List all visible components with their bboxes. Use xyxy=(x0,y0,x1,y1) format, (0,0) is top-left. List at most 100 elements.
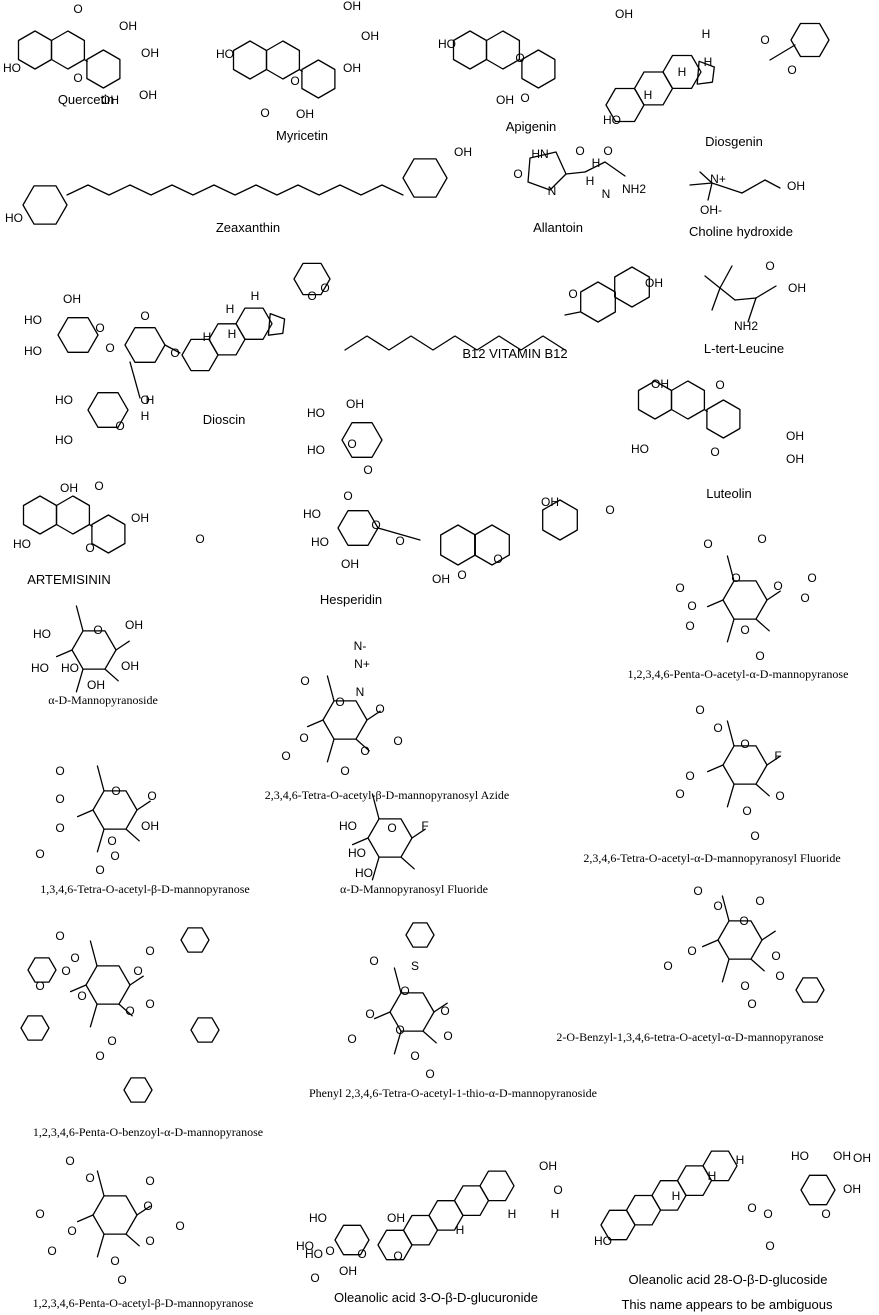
bond xyxy=(699,171,713,184)
compound-name-tetra-acetyl-beta: 1,3,4,6-Tetra-O-acetyl-β-D-mannopyranose xyxy=(40,882,250,896)
ring-e xyxy=(479,1170,515,1202)
atom-label: O xyxy=(145,1174,154,1188)
c4-bond xyxy=(351,837,369,846)
atom-label: O xyxy=(357,1247,366,1261)
ring-c xyxy=(50,30,86,70)
sugar-ring xyxy=(334,1224,370,1256)
atom-label: NH2 xyxy=(622,182,646,196)
atom-label: O xyxy=(757,532,766,546)
benzoyl-ring xyxy=(123,1077,153,1103)
c3-bond xyxy=(89,1003,98,1028)
atom-label: O xyxy=(140,309,149,323)
c2-bond xyxy=(104,668,119,682)
atom-label: O xyxy=(65,1154,74,1168)
atom-label: HO xyxy=(311,535,329,549)
rhamnose-ring xyxy=(341,422,383,458)
ring-b xyxy=(301,59,336,99)
atom-label: O xyxy=(77,989,86,1003)
atom-label: O xyxy=(821,1207,830,1221)
ring-right xyxy=(402,158,448,198)
atom-label: O xyxy=(61,964,70,978)
atom-label: O xyxy=(110,1254,119,1268)
c2-bond xyxy=(355,738,370,752)
atom-label: O xyxy=(710,445,719,459)
atom-label: H xyxy=(146,393,155,407)
atom-label: O xyxy=(575,144,584,158)
atom-label: O xyxy=(713,721,722,735)
atom-label: O xyxy=(47,1244,56,1258)
atom-label: O xyxy=(140,393,149,407)
c6-bond xyxy=(96,765,105,792)
ring-d xyxy=(267,312,286,336)
compound-name-b12: B12 VITAMIN B12 xyxy=(462,346,567,361)
ring-d xyxy=(453,1185,490,1217)
atom-label: F xyxy=(774,749,781,763)
atom-label: O xyxy=(35,847,44,861)
compound-name-leucine: L-tert-Leucine xyxy=(704,341,784,356)
atom-label: O xyxy=(771,949,780,963)
atom-label: O xyxy=(290,74,299,88)
bond xyxy=(707,182,713,201)
c1-bond xyxy=(129,975,144,986)
phenol-ring xyxy=(614,266,650,308)
atom-label: O xyxy=(55,821,64,835)
atom-label: O xyxy=(133,964,142,978)
atom-label: NH2 xyxy=(734,319,758,333)
atom-label: O xyxy=(703,537,712,551)
ring-b xyxy=(542,499,578,541)
c2-bond xyxy=(750,958,765,972)
atom-label: HO xyxy=(13,537,31,551)
glucose-ring xyxy=(337,510,379,546)
atom-label: OH xyxy=(387,1211,405,1225)
atom-label: OH xyxy=(121,659,139,673)
atom-label: H xyxy=(678,65,687,79)
benzoyl-ring xyxy=(180,927,210,953)
atom-label: O xyxy=(110,849,119,863)
atom-label: HO xyxy=(791,1149,809,1163)
atom-label: O xyxy=(807,571,816,585)
atom-label: O xyxy=(675,581,684,595)
atom-label: O xyxy=(513,167,522,181)
ring-d xyxy=(676,1165,713,1197)
bond xyxy=(741,179,766,194)
bond xyxy=(703,408,708,413)
atom-label: HO xyxy=(309,1211,327,1225)
bond xyxy=(689,182,713,186)
pyranose-ring xyxy=(92,1195,138,1235)
compound-name-zeaxanthin: Zeaxanthin xyxy=(216,220,280,235)
c4-bond xyxy=(76,809,94,818)
atom-label: O xyxy=(400,984,409,998)
atom-label: O xyxy=(299,731,308,745)
atom-label: OH xyxy=(101,93,119,107)
atom-label: OH xyxy=(496,93,514,107)
compound-name-choline: Choline hydroxide xyxy=(689,224,793,239)
polyene-chain xyxy=(66,184,404,196)
ring-c xyxy=(55,495,91,535)
atom-label: O xyxy=(117,1273,126,1287)
c3-bond xyxy=(393,1030,402,1055)
atom-label: HO xyxy=(61,661,79,675)
atom-label: O xyxy=(395,1023,404,1037)
atom-label: O xyxy=(787,63,796,77)
isoprenoid-chain xyxy=(344,335,566,351)
atom-label: O xyxy=(603,144,612,158)
c1-bond xyxy=(411,828,426,839)
atom-label: S xyxy=(411,959,419,973)
c1-bond xyxy=(766,755,781,766)
compound-name-oleanolic-glucuronide: Oleanolic acid 3-O-β-D-glucuronide xyxy=(334,1290,538,1305)
ring-b xyxy=(521,49,556,89)
ring-b xyxy=(402,1214,439,1246)
c6-bond xyxy=(89,940,98,967)
atom-label: H xyxy=(456,1223,465,1237)
bond xyxy=(734,297,757,301)
c4-bond xyxy=(69,984,87,993)
atom-label: H xyxy=(228,327,237,341)
atom-label: OH xyxy=(131,511,149,525)
compound-name-penta-acetyl-beta: 1,2,3,4,6-Penta-O-acetyl-β-D-mannopyrano… xyxy=(33,1296,254,1310)
atom-label: HO xyxy=(24,344,42,358)
